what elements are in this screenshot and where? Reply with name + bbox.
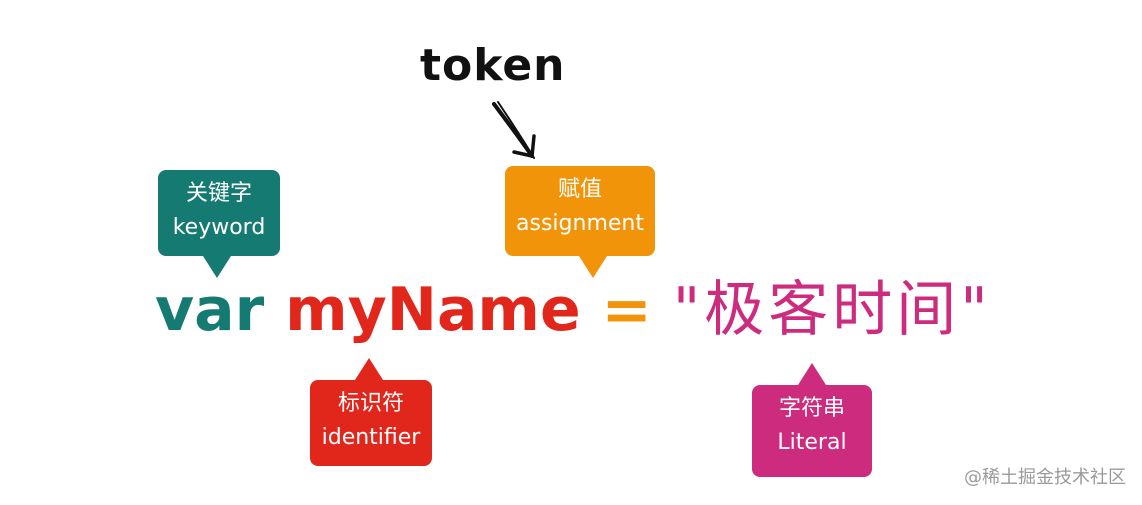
literal-callout-en: Literal	[777, 430, 847, 455]
literal-callout: 字符串 Literal	[752, 363, 872, 477]
code-identifier: myName	[285, 275, 581, 345]
literal-callout-zh: 字符串	[778, 396, 845, 421]
keyword-callout-zh: 关键字	[185, 181, 252, 206]
token-title: token	[420, 40, 566, 91]
assignment-callout-tail	[579, 256, 607, 278]
token-arrow-icon	[492, 101, 536, 159]
keyword-callout-tail	[203, 256, 231, 278]
literal-callout-tail	[798, 363, 826, 385]
assignment-callout-zh: 赋值	[557, 177, 602, 202]
identifier-callout-en: identifier	[321, 425, 421, 450]
watermark: @稀土掘金技术社区	[964, 467, 1126, 488]
code-literal: "极客时间"	[672, 275, 992, 345]
code-keyword: var	[155, 275, 265, 345]
identifier-callout: 标识符 identifier	[310, 358, 432, 466]
code-assign: =	[601, 275, 652, 345]
keyword-callout: 关键字 keyword	[158, 170, 280, 278]
identifier-callout-zh: 标识符	[337, 391, 404, 416]
keyword-callout-en: keyword	[172, 215, 266, 240]
assignment-callout-en: assignment	[516, 211, 644, 236]
code-line: var myName = "极客时间"	[155, 270, 992, 350]
identifier-callout-tail	[355, 358, 383, 380]
assignment-callout: 赋值 assignment	[505, 166, 655, 278]
